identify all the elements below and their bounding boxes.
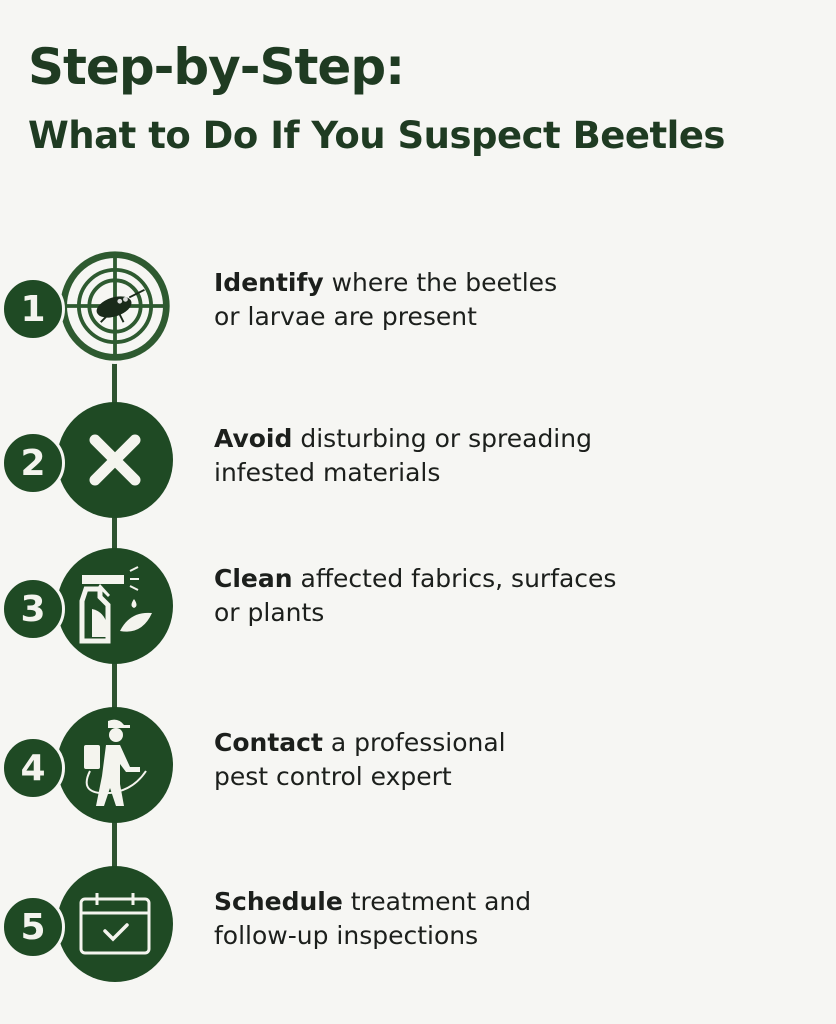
step-number-badge: 4 [1,736,65,800]
step-number-badge: 1 [1,277,65,341]
step-text-line1: treatment and [342,887,532,916]
step-text-line2: or larvae are present [214,302,477,331]
step-number-badge: 2 [1,431,65,495]
step-keyword: Clean [214,564,293,593]
page-title: Step-by-Step: [28,38,405,96]
step-number-badge: 5 [1,895,65,959]
step-text-line2: pest control expert [214,762,452,791]
target-beetle-icon [57,248,173,364]
step-number-badge: 3 [1,577,65,641]
step-description: Avoid disturbing or spreading infested m… [214,422,814,490]
exterminator-icon [57,707,173,823]
step-keyword: Schedule [214,887,343,916]
step-description: Contact a professional pest control expe… [214,726,814,794]
step-description: Clean affected fabrics, surfaces or plan… [214,562,814,630]
spray-bottle-icon [57,548,173,664]
step-text-line1: affected fabrics, surfaces [292,564,617,593]
x-icon [57,402,173,518]
step-description: Schedule treatment and follow-up inspect… [214,885,814,953]
page-subtitle: What to Do If You Suspect Beetles [28,114,725,157]
step-keyword: Identify [214,268,324,297]
step-keyword: Avoid [214,424,293,453]
step-text-line1: a professional [322,728,506,757]
step-text-line2: or plants [214,598,325,627]
step-text-line1: disturbing or spreading [292,424,592,453]
step-description: Identify where the beetles or larvae are… [214,266,814,334]
step-text-line1: where the beetles [323,268,558,297]
step-keyword: Contact [214,728,323,757]
step-text-line2: infested materials [214,458,441,487]
step-text-line2: follow-up inspections [214,921,479,950]
calendar-check-icon [57,866,173,982]
